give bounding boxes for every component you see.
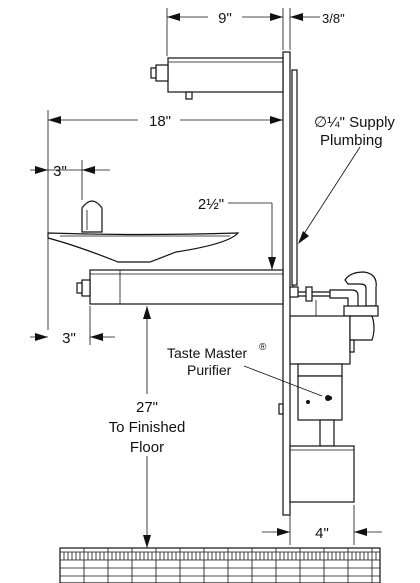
purifier-reg-mark: ®	[259, 342, 267, 353]
supply-callout-2: Plumbing	[320, 132, 383, 149]
floor-label-1: To Finished	[109, 419, 186, 436]
dim-2-1-2in: 2½"	[198, 196, 224, 213]
dim-4in: 4"	[315, 525, 329, 542]
dim-3in-bubbler: 3"	[53, 163, 67, 180]
dimension-lines	[30, 8, 382, 548]
purifier-assembly	[278, 315, 375, 503]
dim-27in: 27"	[136, 399, 158, 416]
dim-3in-bottom: 3"	[62, 330, 76, 347]
fountain-basin	[47, 200, 284, 305]
purifier-callout-2: Purifier	[187, 362, 232, 378]
supply-plumbing	[289, 271, 379, 317]
floor-label-2: Floor	[130, 439, 164, 456]
callout-labels: ∅¼" Supply Plumbing Taste Master ® Purif…	[167, 114, 395, 378]
purifier-callout-1: Taste Master	[167, 345, 247, 361]
dim-18in: 18"	[149, 113, 171, 130]
finished-floor	[59, 547, 381, 583]
supply-callout-1: ∅¼" Supply	[314, 114, 395, 131]
dimension-labels: 9" 3/8" 18" 3" 2½" 3" 27" To Finished Fl…	[53, 10, 345, 542]
upper-unit	[150, 57, 284, 100]
dim-3-8in: 3/8"	[322, 11, 345, 26]
dim-9in: 9"	[218, 10, 232, 27]
